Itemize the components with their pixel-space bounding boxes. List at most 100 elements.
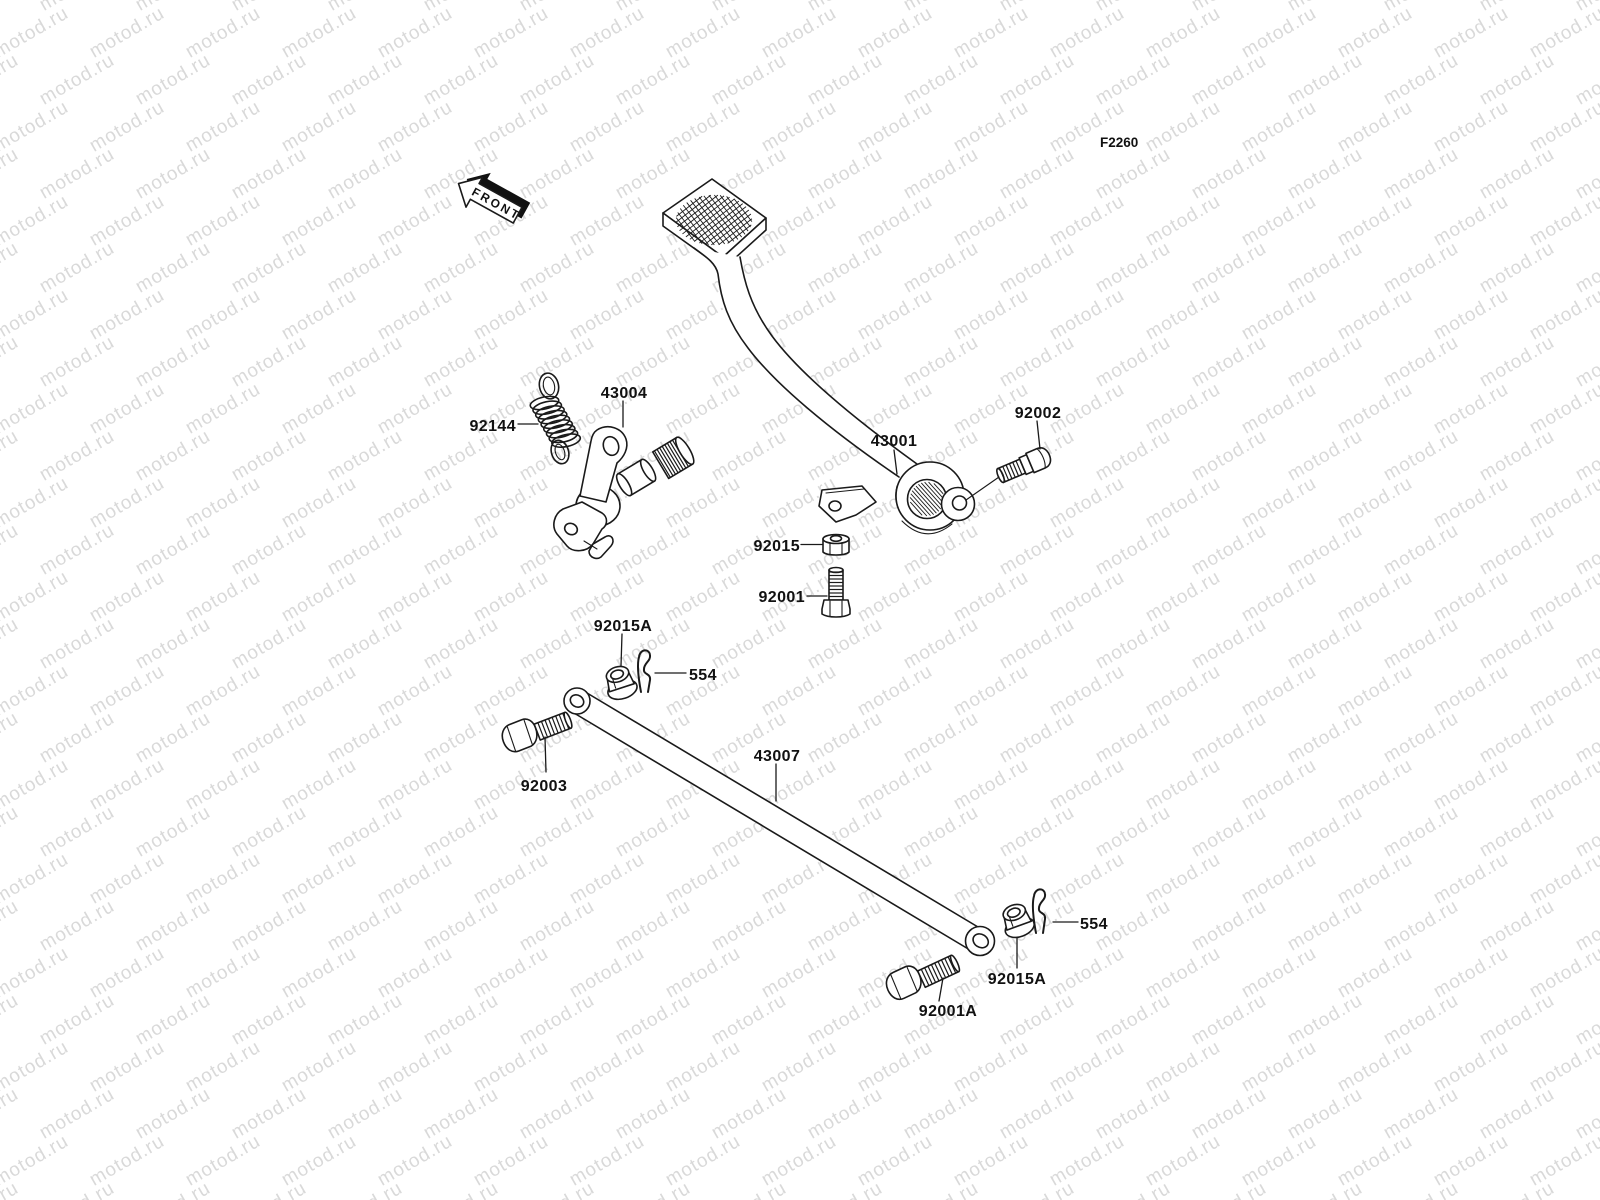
detail-line bbox=[1002, 466, 1010, 481]
leader-lines bbox=[517, 400, 1079, 1002]
label-92144: 92144 bbox=[470, 418, 517, 435]
detail-line bbox=[558, 714, 566, 731]
label-92015a-top: 92015A bbox=[594, 618, 652, 635]
bolt-axis-line bbox=[965, 476, 1000, 501]
detail-line bbox=[555, 715, 563, 732]
detail-line bbox=[934, 962, 943, 980]
spring-coil bbox=[548, 428, 579, 444]
adjuster-knurl bbox=[651, 436, 695, 480]
detail-line bbox=[703, 195, 739, 240]
detail-line bbox=[940, 959, 950, 977]
pedal-pad bbox=[662, 178, 767, 270]
detail-line bbox=[911, 490, 935, 515]
figure-code: F2260 bbox=[1100, 135, 1138, 150]
spring-coil bbox=[529, 395, 560, 411]
detail-line bbox=[727, 224, 752, 244]
lever-bracket bbox=[553, 501, 608, 552]
detail-line bbox=[930, 964, 940, 981]
detail-line bbox=[679, 208, 709, 246]
label-43004: 43004 bbox=[601, 385, 648, 402]
label-43001: 43001 bbox=[871, 433, 918, 450]
label-554-top: 554 bbox=[689, 667, 717, 684]
detail-line bbox=[690, 200, 726, 245]
label-92002: 92002 bbox=[1015, 405, 1062, 422]
detail-line bbox=[677, 194, 719, 228]
spline-hatch bbox=[909, 481, 945, 517]
detail-line bbox=[689, 200, 740, 240]
detail-line bbox=[698, 196, 735, 242]
detail-line bbox=[676, 195, 703, 217]
detail-line bbox=[682, 205, 715, 246]
detail-line bbox=[910, 493, 931, 516]
detail-line bbox=[928, 481, 945, 500]
detail-line bbox=[675, 194, 712, 223]
detail-line bbox=[548, 718, 556, 735]
detail-line bbox=[551, 717, 559, 734]
detail-line bbox=[654, 450, 671, 478]
detail-line bbox=[937, 961, 947, 978]
nut-flanged-top bbox=[605, 665, 638, 701]
label-92001: 92001 bbox=[759, 589, 806, 606]
detail-line bbox=[661, 446, 679, 473]
detail-line bbox=[694, 203, 743, 242]
spring-coil bbox=[537, 409, 568, 425]
detail-line bbox=[718, 218, 753, 246]
adjuster-shaft bbox=[615, 458, 657, 497]
cotter-pin-bottom bbox=[1031, 888, 1047, 934]
pedal-pad-grip-hatch bbox=[675, 194, 753, 246]
label-554-bottom: 554 bbox=[1080, 916, 1108, 933]
pedal-stop-tab bbox=[818, 485, 877, 523]
detail-line bbox=[537, 722, 545, 739]
detail-line bbox=[913, 487, 937, 514]
tie-rod bbox=[563, 687, 996, 957]
label-92015a-bottom: 92015A bbox=[988, 971, 1046, 988]
detail-line bbox=[664, 444, 682, 472]
front-arrow-face bbox=[457, 176, 523, 224]
pedal-arm bbox=[693, 247, 918, 478]
part-labels: F2260 92144 43004 43001 92002 92015 9200… bbox=[470, 135, 1139, 1020]
detail-line bbox=[711, 213, 752, 246]
detail-line bbox=[704, 209, 750, 245]
return-spring bbox=[529, 372, 582, 465]
detail-line bbox=[999, 467, 1006, 482]
lever-eye bbox=[602, 435, 620, 457]
pedal-pivot-boss bbox=[895, 461, 976, 535]
label-92003: 92003 bbox=[521, 778, 568, 795]
detail-line bbox=[656, 449, 674, 477]
brake-rod-assy bbox=[553, 426, 695, 560]
detail-line bbox=[1005, 465, 1013, 479]
detail-line bbox=[1008, 463, 1016, 478]
detail-line bbox=[699, 206, 747, 244]
bolt-top bbox=[821, 566, 851, 618]
detail-line bbox=[920, 969, 930, 986]
label-92015: 92015 bbox=[754, 538, 801, 555]
bolt-bottom bbox=[885, 954, 961, 1001]
detail-line bbox=[540, 721, 548, 738]
detail-line bbox=[669, 441, 687, 469]
cotter-pin-top bbox=[636, 649, 652, 693]
nut-flanged-bottom bbox=[1002, 903, 1035, 939]
detail-line bbox=[544, 720, 552, 736]
nut-top bbox=[822, 533, 850, 556]
detail-line bbox=[947, 956, 957, 974]
detail-line bbox=[685, 198, 735, 238]
detail-line bbox=[1015, 460, 1023, 475]
tie-rod-eye-top bbox=[563, 687, 591, 715]
detail-line bbox=[933, 483, 944, 495]
detail-line bbox=[920, 482, 943, 507]
detail-line bbox=[909, 501, 923, 516]
detail-line bbox=[944, 958, 953, 975]
bolt-hole bbox=[951, 495, 968, 511]
detail-line bbox=[927, 966, 937, 983]
tie-rod-eye-bottom bbox=[964, 925, 996, 957]
spring-coil bbox=[545, 423, 576, 439]
detail-line bbox=[666, 443, 684, 470]
spring-coil bbox=[532, 400, 563, 416]
detail-line bbox=[708, 194, 743, 238]
detail-line bbox=[679, 195, 725, 231]
spring-coil bbox=[540, 414, 571, 430]
front-arrow: FRONT bbox=[457, 172, 531, 224]
bolt-pivot bbox=[996, 447, 1052, 484]
